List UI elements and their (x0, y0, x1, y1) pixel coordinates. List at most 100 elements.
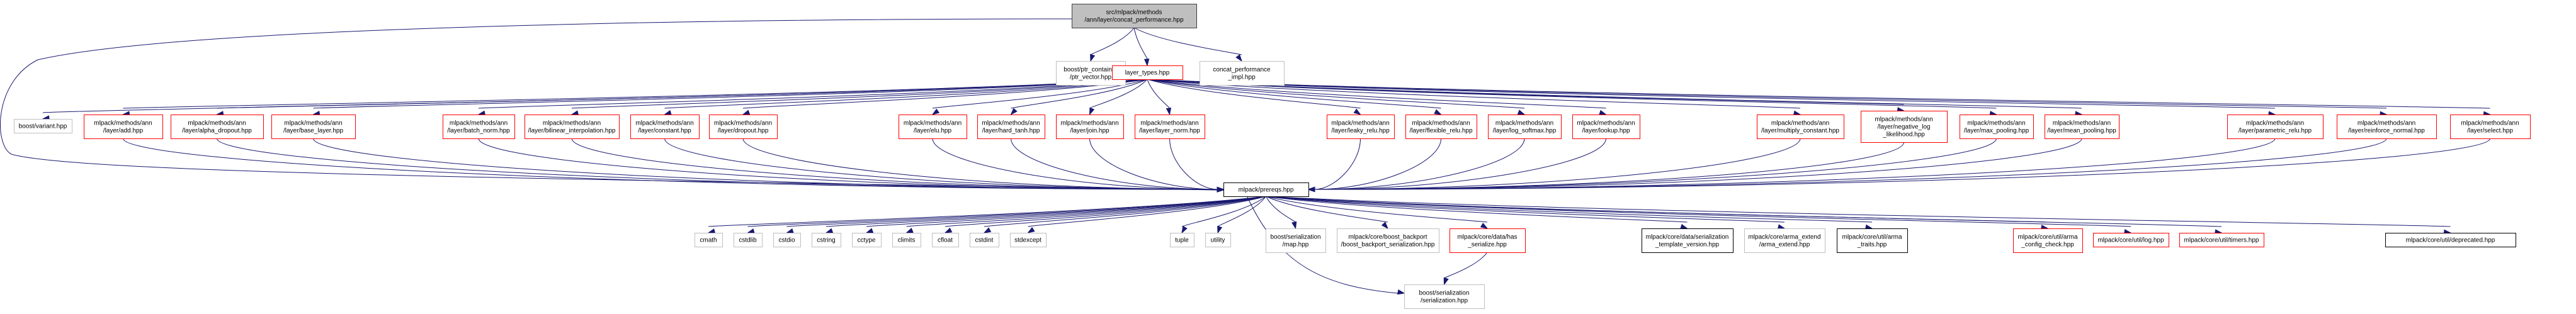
graph-node-timers[interactable]: mlpack/core/util/timers.hpp (2179, 233, 2264, 247)
edge-line (123, 79, 1148, 109)
graph-node-hard-tanh[interactable]: mlpack/methods/ann/layer/hard_tanh.hpp (977, 115, 1045, 139)
graph-node-mean-pooling[interactable]: mlpack/methods/ann/layer/mean_pooling.hp… (2045, 115, 2119, 139)
node-label: mlpack/core/util/log.hpp (2097, 237, 2164, 244)
node-label: mlpack/methods/ann (1967, 120, 2025, 127)
graph-node-layer-norm[interactable]: mlpack/methods/ann/layer/layer_norm.hpp (1135, 115, 1205, 139)
arrowhead-icon (983, 227, 992, 233)
edge-layer-types-to-add (122, 79, 1148, 116)
graph-node-select[interactable]: mlpack/methods/ann/layer/select.hpp (2450, 115, 2531, 139)
graph-node-dropout[interactable]: mlpack/methods/ann/layer/dropout.hpp (709, 115, 778, 139)
node-label: /layer/max_pooling.hpp (1964, 128, 2029, 135)
edge-line (1314, 138, 1997, 190)
edge-prereqs-to-cstdio (786, 196, 1266, 233)
arrowhead-icon (1443, 277, 1449, 286)
arrowhead-icon (742, 109, 751, 115)
graph-node-multiply-constant[interactable]: mlpack/methods/ann/layer/multiply_consta… (1757, 115, 1844, 139)
arrowhead-icon (1143, 59, 1150, 67)
graph-node-negative-log[interactable]: mlpack/methods/ann/layer/negative_log_li… (1861, 111, 1948, 143)
edge-line (1247, 196, 1399, 294)
graph-node-root[interactable]: src/mlpack/methods/ann/layer/concat_perf… (1072, 4, 1197, 28)
graph-node-alpha-dropout[interactable]: mlpack/methods/ann/layer/alpha_dropout.h… (171, 115, 264, 139)
arrowhead-icon (1517, 109, 1526, 115)
graph-node-ser-template[interactable]: mlpack/core/data/serialization_template_… (1642, 228, 1733, 253)
node-box (1744, 228, 1825, 253)
graph-node-batch-norm[interactable]: mlpack/methods/ann/layer/batch_norm.hpp (443, 115, 515, 139)
node-label: mlpack/methods/ann (2246, 120, 2304, 127)
node-box (1056, 115, 1124, 139)
graph-node-arma-config[interactable]: mlpack/core/util/arma_config_check.hpp (2013, 228, 2083, 253)
edge-prereqs-to-cstring (825, 196, 1266, 233)
graph-node-flexible-relu[interactable]: mlpack/methods/ann/layer/flexible_relu.h… (1405, 115, 1477, 139)
graph-node-add[interactable]: mlpack/methods/ann/layer/add.hpp (84, 115, 163, 139)
edge-line (742, 79, 1148, 109)
edge-line (984, 196, 1266, 227)
graph-node-max-pooling[interactable]: mlpack/methods/ann/layer/max_pooling.hpp (1960, 115, 2034, 139)
edge-bilinear-to-prereqs (571, 138, 1225, 193)
edge-line (0, 18, 1218, 191)
edge-line (478, 79, 1148, 109)
arrowhead-icon (944, 227, 953, 233)
graph-node-prereqs[interactable]: mlpack/prereqs.hpp (1223, 182, 1309, 197)
arrowhead-icon (825, 228, 834, 233)
node-box (1642, 228, 1733, 253)
edge-line (1147, 79, 2490, 109)
nodes-layer: src/mlpack/methods/ann/layer/concat_perf… (14, 4, 2531, 309)
graph-node-deprecated[interactable]: mlpack/core/util/deprecated.hpp (2385, 233, 2516, 247)
edge-line (1133, 27, 1148, 60)
edge-log-softmax-to-prereqs (1307, 138, 1525, 193)
node-label: mlpack/methods/ann (904, 120, 962, 127)
node-label: /layer/alpha_dropout.hpp (182, 128, 252, 135)
graph-node-log-softmax[interactable]: mlpack/methods/ann/layer/log_softmax.hpp (1488, 115, 1562, 139)
edge-prereqs-to-tuple (1181, 196, 1266, 234)
edge-line (1011, 138, 1218, 190)
graph-node-join[interactable]: mlpack/methods/ann/layer/join.hpp (1056, 115, 1124, 139)
edge-line (217, 138, 1218, 190)
node-label: mlpack/methods/ann (982, 120, 1040, 127)
node-label: tuple (1175, 237, 1189, 244)
edge-layer-types-to-dropout (742, 79, 1148, 115)
edge-line (1266, 196, 2451, 227)
graph-node-parametric-relu[interactable]: mlpack/methods/ann/layer/parametric_relu… (2227, 115, 2324, 139)
graph-node-lookup[interactable]: mlpack/methods/ann/layer/lookup.hpp (1572, 115, 1640, 139)
edge-line (1147, 79, 1170, 109)
node-box (1327, 115, 1395, 139)
graph-node-tuple: tuple (1170, 233, 1194, 247)
graph-node-elu[interactable]: mlpack/methods/ann/layer/elu.hpp (899, 115, 967, 139)
arrowhead-icon (931, 108, 940, 115)
graph-node-reinforce-normal[interactable]: mlpack/methods/ann/layer/reinforce_norma… (2337, 115, 2437, 139)
node-label: /layer/parametric_relu.hpp (2238, 128, 2312, 135)
arrowhead-icon (1397, 289, 1405, 295)
node-label: mlpack/core/data/has (1457, 234, 1517, 241)
graph-node-constant[interactable]: mlpack/methods/ann/layer/constant.hpp (630, 115, 700, 139)
graph-node-cctype: cctype (852, 233, 882, 247)
arrowhead-icon (747, 228, 755, 234)
graph-node-bilinear[interactable]: mlpack/methods/ann/layer/bilinear_interp… (525, 115, 620, 139)
edge-alpha-dropout-to-prereqs (217, 138, 1225, 193)
edge-line (1147, 79, 1801, 109)
edge-line (1147, 79, 2082, 109)
edge-line (906, 196, 1266, 227)
node-label: climits (898, 237, 916, 244)
graph-node-has-serialize[interactable]: mlpack/core/data/has_serialize.hpp (1450, 228, 1526, 253)
graph-node-layer-types[interactable]: layer_types.hpp (1112, 65, 1183, 80)
graph-node-base-layer[interactable]: mlpack/methods/ann/layer/base_layer.hpp (271, 115, 356, 139)
edge-line (571, 138, 1218, 190)
node-box (1572, 115, 1640, 139)
node-label: cstdio (778, 237, 795, 244)
edge-prereqs-to-serialization (1247, 196, 1405, 295)
graph-node-leaky-relu[interactable]: mlpack/methods/ann/layer/leaky_relu.hpp (1327, 115, 1395, 139)
node-box (271, 115, 356, 139)
node-box (2013, 228, 2083, 253)
edge-join-to-prereqs (1089, 138, 1225, 193)
edge-layer-types-to-parametric-relu (1147, 79, 2276, 116)
edge-line (1147, 79, 1606, 109)
node-label: utility (1211, 237, 1225, 244)
node-box (2450, 115, 2531, 139)
graph-node-log[interactable]: mlpack/core/util/log.hpp (2093, 233, 2169, 247)
edge-line (313, 79, 1148, 109)
edge-line (826, 196, 1266, 227)
graph-node-arma-traits[interactable]: mlpack/core/util/arma_traits.hpp (1837, 228, 1908, 253)
node-label: mlpack/core/util/deprecated.hpp (2406, 237, 2495, 244)
arrowhead-icon (1434, 109, 1442, 115)
arrowhead-icon (1010, 108, 1018, 116)
